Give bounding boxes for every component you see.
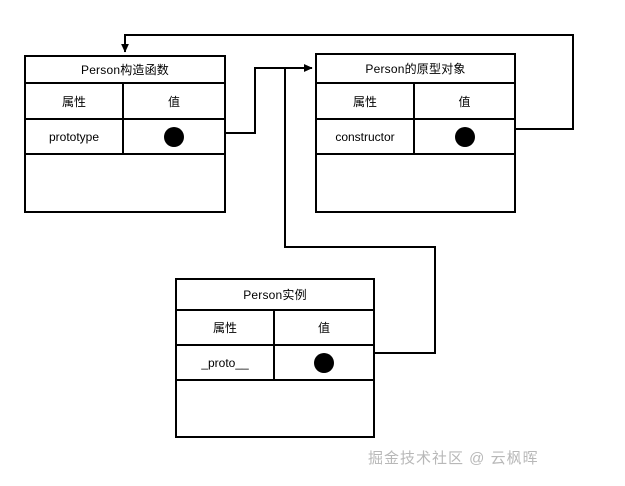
table-person-constructor[interactable]: Person构造函数 属性 值 prototype — [24, 55, 226, 213]
table-title: Person实例 — [177, 280, 373, 311]
table-empty-row — [317, 155, 514, 211]
table-row[interactable]: _proto__ — [177, 346, 373, 381]
reference-dot-icon — [164, 126, 184, 147]
cell-value-reference — [124, 120, 224, 153]
table-empty-row — [26, 155, 224, 211]
table-header-row: 属性 值 — [177, 311, 373, 346]
table-header-row: 属性 值 — [26, 84, 224, 120]
table-title: Person构造函数 — [26, 57, 224, 84]
column-header-value: 值 — [167, 94, 180, 109]
table-row[interactable]: prototype — [26, 120, 224, 155]
table-person-instance[interactable]: Person实例 属性 值 _proto__ — [175, 278, 375, 438]
column-header-attribute: 属性 — [26, 84, 124, 118]
cell-attribute-name: prototype — [26, 120, 124, 153]
table-empty-row — [177, 381, 373, 436]
table-title: Person的原型对象 — [317, 55, 514, 84]
table-header-row: 属性 值 — [317, 84, 514, 120]
column-header-attribute: 属性 — [317, 84, 415, 118]
cell-value-reference — [275, 346, 373, 379]
column-header-value: 值 — [317, 321, 330, 335]
column-header-value: 值 — [458, 94, 471, 109]
table-person-prototype[interactable]: Person的原型对象 属性 值 constructor — [315, 53, 516, 213]
column-header-attribute: 属性 — [177, 311, 275, 344]
cell-attribute-name: constructor — [317, 120, 415, 153]
cell-attribute-name: _proto__ — [177, 346, 275, 379]
reference-dot-icon — [314, 352, 334, 373]
table-row[interactable]: constructor — [317, 120, 514, 155]
cell-value-reference — [415, 120, 514, 153]
watermark-text: 掘金技术社区 @ 云枫晖 — [368, 450, 539, 467]
reference-dot-icon — [454, 126, 475, 147]
